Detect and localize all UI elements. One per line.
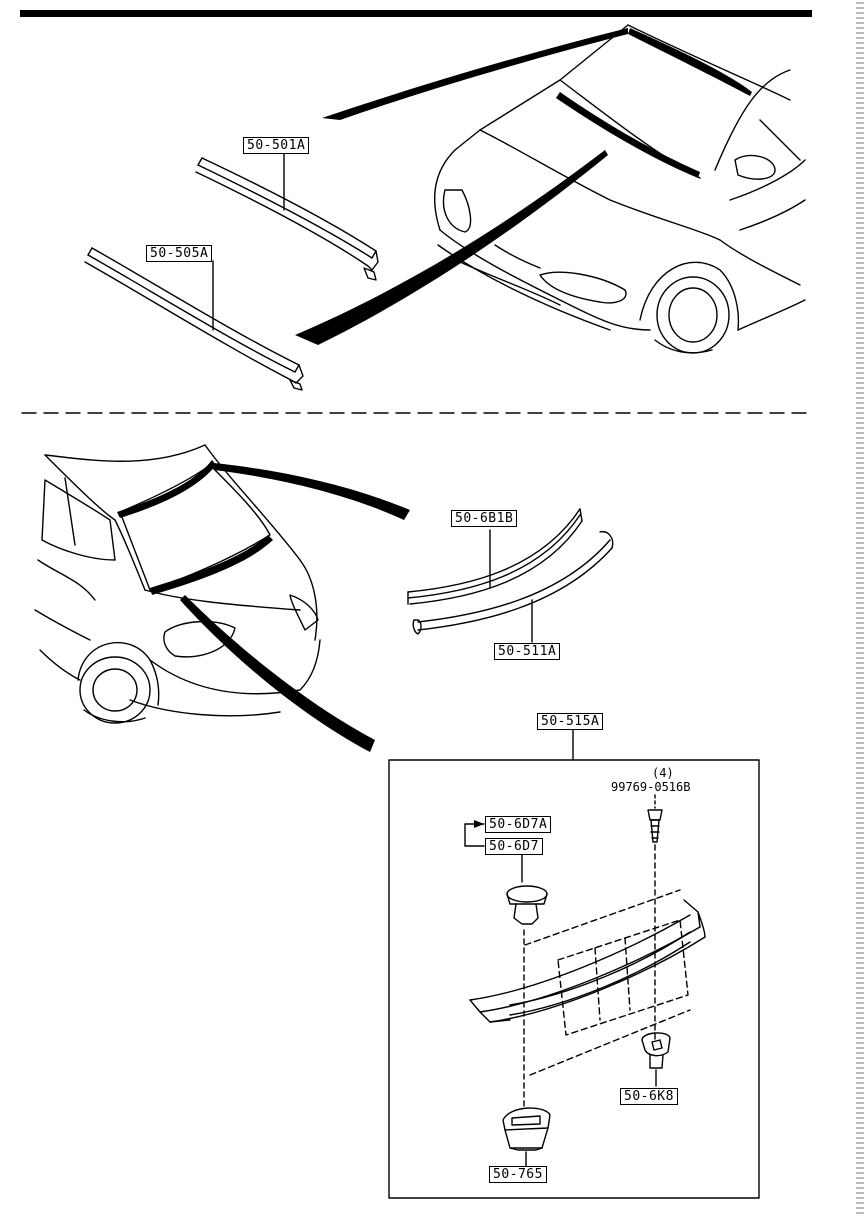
rear-car-drawing xyxy=(34,444,321,724)
rear-glass-seal-bottom-highlight xyxy=(150,535,273,595)
leader-wedge-511 xyxy=(180,595,375,752)
windshield-seal-highlight xyxy=(628,28,752,96)
part-label-50-511A: 50-511A xyxy=(494,643,561,660)
detail-box xyxy=(388,759,760,1199)
part-label-50-6K8: 50-6K8 xyxy=(620,1088,678,1105)
part-label-50-505A: 50-505A xyxy=(146,245,213,262)
clip-765-drawing xyxy=(502,1107,551,1167)
rear-seal-strips-drawing xyxy=(407,508,614,643)
screw-part-number: 99769-0516B xyxy=(611,780,691,794)
part-label-50-501A: 50-501A xyxy=(243,137,310,154)
leader-wedge-501 xyxy=(322,28,628,120)
leader-wedge-505 xyxy=(295,150,608,345)
front-car-drawing xyxy=(433,24,806,354)
clip-6D7-drawing xyxy=(506,885,548,1111)
part-label-50-6B1B: 50-6B1B xyxy=(451,510,518,527)
top-rule xyxy=(20,10,812,17)
part-label-50-6D7: 50-6D7 xyxy=(485,838,543,855)
scan-edge xyxy=(856,0,864,1214)
strip-50-505A-drawing xyxy=(84,247,304,391)
part-label-50-6D7A: 50-6D7A xyxy=(485,816,552,833)
windshield-seal-lower-highlight xyxy=(556,92,700,178)
garnish-bar-drawing xyxy=(469,889,706,1076)
part-label-50-515A: 50-515A xyxy=(537,713,604,730)
strip-50-501A-drawing xyxy=(195,151,379,281)
leader-wedge-6b1 xyxy=(214,463,410,520)
screw-drawing xyxy=(647,794,663,1041)
part-label-50-765: 50-765 xyxy=(489,1166,547,1183)
clip-6K8-drawing xyxy=(641,1032,671,1087)
rear-glass-seal-top-highlight xyxy=(117,460,216,518)
screw-quantity: (4) xyxy=(652,766,674,780)
